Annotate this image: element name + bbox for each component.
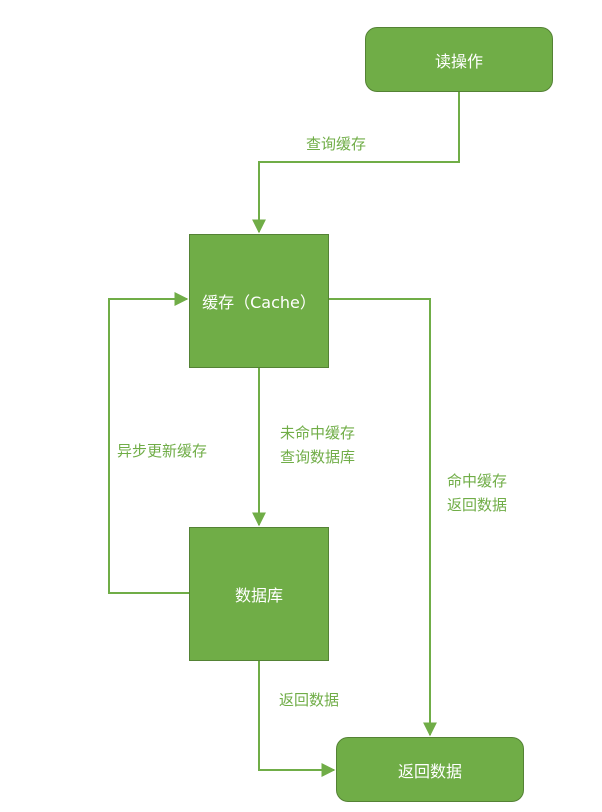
edge-db-return bbox=[258, 661, 336, 777]
label-async-update: 异步更新缓存 bbox=[117, 442, 208, 460]
label-cache-hit-line1: 命中缓存 bbox=[447, 472, 508, 490]
label-query-cache: 查询缓存 bbox=[306, 135, 367, 153]
node-cache: 缓存（Cache） bbox=[189, 234, 329, 368]
label-cache-hit: 命中缓存 返回数据 bbox=[447, 469, 507, 517]
node-database: 数据库 bbox=[189, 527, 329, 661]
label-cache-miss: 未命中缓存 查询数据库 bbox=[280, 421, 355, 469]
label-db-return: 返回数据 bbox=[279, 691, 340, 709]
label-cache-miss-line1: 未命中缓存 bbox=[280, 424, 356, 442]
node-read-op: 读操作 bbox=[365, 27, 553, 92]
edge-async-update bbox=[108, 292, 189, 594]
label-cache-miss-line2: 查询数据库 bbox=[280, 448, 356, 466]
edge-cache-hit bbox=[329, 298, 437, 737]
edge-query-cache bbox=[252, 92, 460, 234]
node-return-data: 返回数据 bbox=[336, 737, 524, 802]
label-cache-hit-line2: 返回数据 bbox=[447, 496, 508, 514]
